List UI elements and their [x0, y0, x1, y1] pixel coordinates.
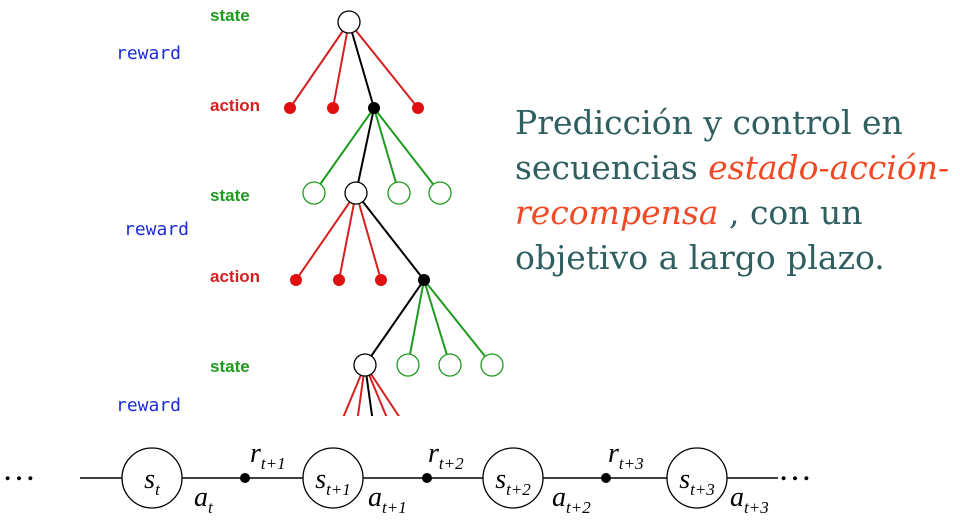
action-label-at1: at+1: [368, 482, 407, 517]
state-node: [428, 181, 452, 205]
action-label-1: action: [210, 96, 261, 115]
reward-dot: [240, 473, 250, 483]
sequence-chain-diagram: … … st st+1 st+2 st+3 at at+1 at+2 at+3 …: [2, 438, 812, 517]
state-node: [438, 353, 462, 377]
state-label-1: state: [210, 6, 250, 25]
caption-part2: , con un objetivo a largo plazo.: [515, 193, 885, 277]
action-node: [284, 102, 296, 114]
backup-tree-diagram: [284, 10, 504, 416]
action-node: [327, 102, 339, 114]
trailing-ellipsis: …: [778, 451, 812, 488]
action-label-at3: at+3: [730, 482, 769, 517]
selected-action-node: [368, 102, 380, 114]
selected-state-node: [353, 353, 377, 377]
state-circle-st: [121, 447, 183, 509]
reward-label-rt3: rt+3: [608, 438, 644, 473]
action-node: [412, 102, 424, 114]
action-label-at2: at+2: [552, 482, 591, 517]
reward-label-2: reward: [124, 219, 190, 240]
level1-action-branches: [289, 21, 419, 109]
caption-part1: Predicción y control en secuencias: [515, 103, 903, 187]
selected-state-node: [344, 181, 368, 205]
reward-label-1: reward: [116, 43, 182, 64]
level2-state-branches: [364, 279, 493, 366]
root-state-node: [337, 10, 361, 34]
action-node: [375, 274, 387, 286]
state-node: [396, 353, 420, 377]
action-label-2: action: [210, 267, 261, 286]
state-circle-st1: [302, 447, 364, 509]
caption-text: Predicción y control en secuencias estad…: [515, 100, 955, 280]
action-label-at: at: [194, 482, 214, 517]
level1-state-branches: [313, 107, 441, 194]
reward-label-3: reward: [116, 395, 182, 416]
state-label-3: state: [210, 357, 250, 376]
reward-label-rt1: rt+1: [250, 438, 286, 473]
selected-action-node: [418, 274, 430, 286]
state-node: [480, 353, 504, 377]
action-node: [290, 274, 302, 286]
reward-dot: [422, 473, 432, 483]
caption-highlight: estado-acción-recompensa: [515, 148, 950, 232]
state-circle-st3: [666, 447, 728, 509]
reward-dot: [601, 473, 611, 483]
state-label-st: st: [144, 464, 161, 499]
level2-action-branches: [295, 192, 425, 281]
state-node: [302, 181, 326, 205]
leading-ellipsis: …: [2, 451, 36, 488]
state-label-2: state: [210, 186, 250, 205]
state-label-st3: st+3: [679, 464, 715, 499]
reward-label-rt2: rt+2: [428, 438, 464, 473]
state-circle-st2: [482, 447, 544, 509]
action-node: [333, 274, 345, 286]
state-node: [387, 181, 411, 205]
state-label-st1: st+1: [315, 464, 351, 499]
state-label-st2: st+2: [495, 464, 531, 499]
